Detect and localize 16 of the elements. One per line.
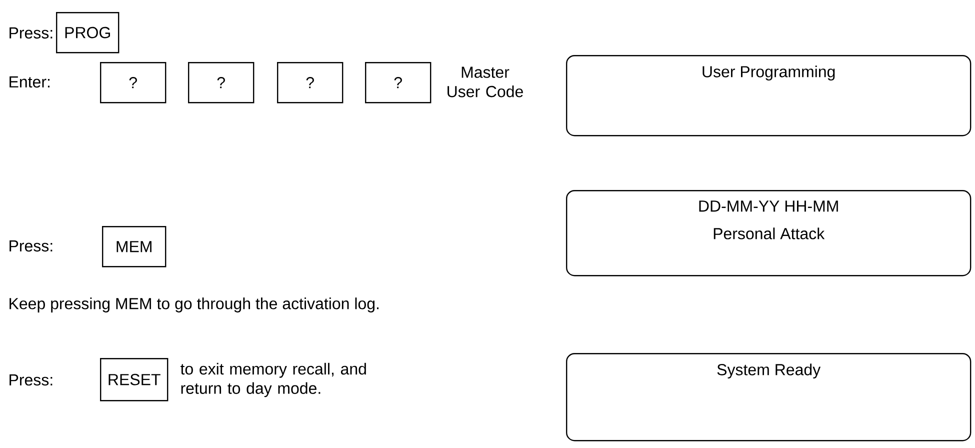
- instruction-text: to exit memory recall, and return to day mode.: [180, 362, 366, 398]
- key-button: RESET: [100, 358, 168, 402]
- key-button: ?: [100, 62, 166, 104]
- display-screen: DD-MM-YY HH-MM Personal Attack: [566, 190, 972, 276]
- key-button: ?: [188, 62, 254, 104]
- display-screen: System Ready: [566, 352, 972, 442]
- display-screen: User Programming: [566, 55, 972, 136]
- instruction-text: Keep pressing MEM to go through the activation log.: [10, 298, 379, 312]
- instruction-text: Master User Code: [448, 66, 523, 98]
- prompt-label: Press:: [10, 374, 52, 386]
- prompt-label: Enter:: [10, 76, 50, 88]
- prompt-label: Press:: [10, 240, 52, 252]
- key-button: ?: [277, 62, 344, 104]
- key-button: ?: [365, 62, 432, 104]
- key-button: PROG: [56, 12, 120, 54]
- key-button: MEM: [102, 226, 166, 268]
